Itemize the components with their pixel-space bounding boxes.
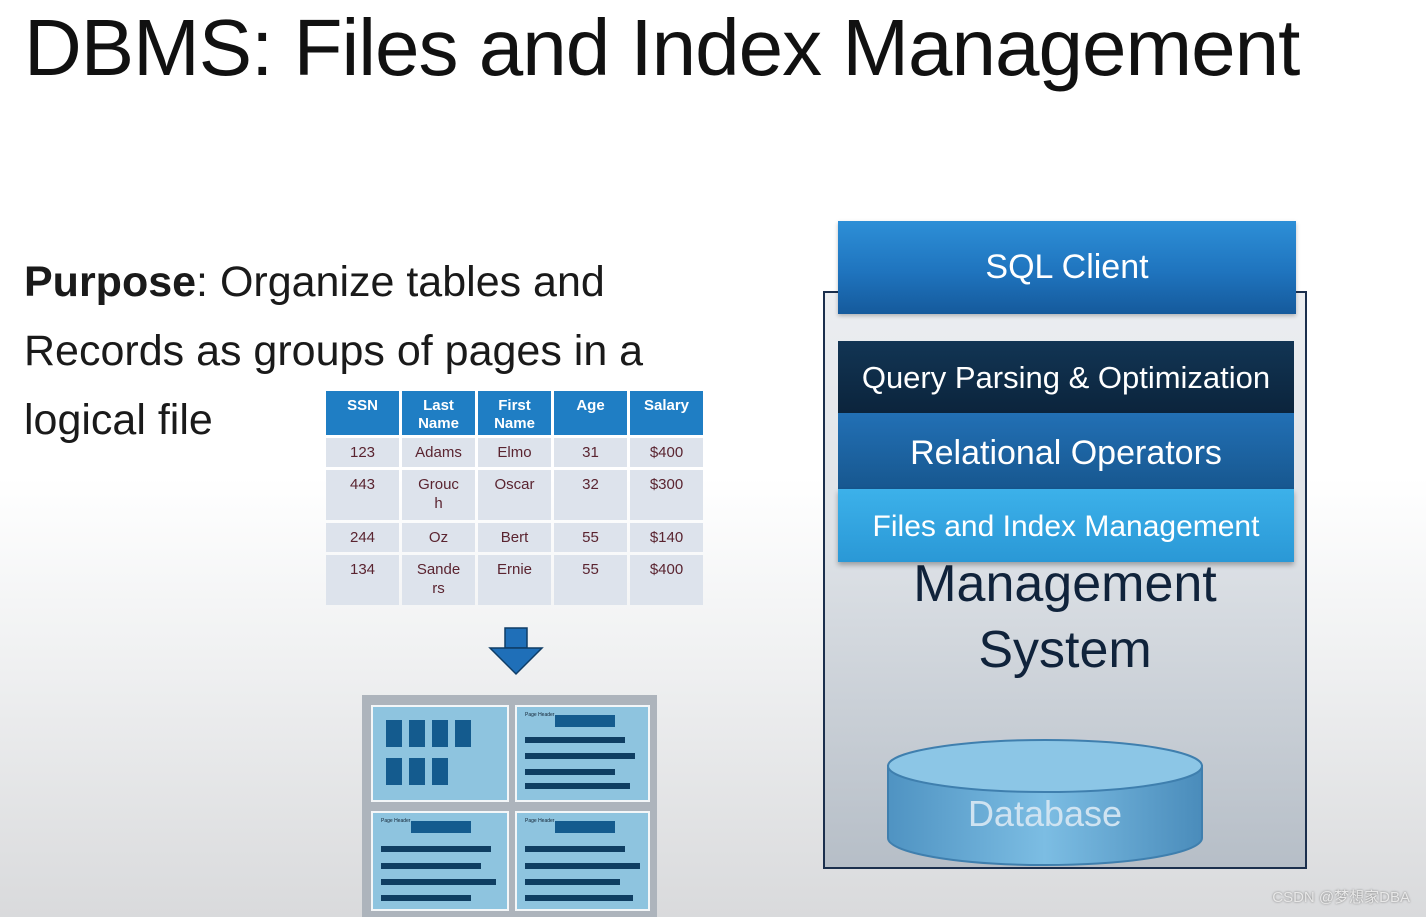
table-cell: 55 bbox=[554, 555, 627, 605]
table-header-text: Name bbox=[494, 415, 535, 432]
slide-title: DBMS: Files and Index Management bbox=[24, 3, 1300, 92]
table-cell: 244 bbox=[326, 523, 399, 552]
table-header-text: Name bbox=[418, 415, 459, 432]
page-data-1: Page Header bbox=[515, 705, 650, 802]
pages-figure: Page Header Page Header Page Header bbox=[362, 695, 657, 917]
table-cell: $300 bbox=[630, 470, 703, 520]
purpose-description: : Organize tables and Records as groups … bbox=[24, 258, 644, 444]
management-label: Management bbox=[913, 555, 1217, 613]
table-cell: $400 bbox=[630, 555, 703, 605]
table-cell: 123 bbox=[326, 438, 399, 467]
table-header-text: First bbox=[498, 397, 531, 414]
table-header-cell: Salary bbox=[630, 391, 703, 435]
table-cell: $140 bbox=[630, 523, 703, 552]
purpose-text: Purpose: Organize tables and Records as … bbox=[24, 248, 714, 455]
relational-operators-layer: Relational Operators bbox=[838, 413, 1294, 489]
table-header-text: Age bbox=[576, 397, 605, 414]
table-cell: Bert bbox=[478, 523, 551, 552]
table-header-cell: Age bbox=[554, 391, 627, 435]
table-cell: Adams bbox=[402, 438, 475, 467]
table-header-text: SSN bbox=[347, 397, 378, 414]
table-cell: Grouc h bbox=[402, 470, 475, 520]
table-cell: Ernie bbox=[478, 555, 551, 605]
table-cell: 32 bbox=[554, 470, 627, 520]
table-cell: 31 bbox=[554, 438, 627, 467]
page-header-label: Page Header bbox=[381, 818, 411, 824]
page-header-label: Page Header bbox=[525, 712, 555, 718]
system-label: System bbox=[978, 621, 1152, 679]
page-header-label: Page Header bbox=[525, 818, 555, 824]
table-cell: Oscar bbox=[478, 470, 551, 520]
down-arrow-icon bbox=[488, 627, 544, 676]
page-index bbox=[371, 705, 509, 802]
purpose-label: Purpose bbox=[24, 258, 197, 306]
table-cell: Oz bbox=[402, 523, 475, 552]
database-cylinder-icon bbox=[887, 739, 1203, 866]
table-cell: 134 bbox=[326, 555, 399, 605]
database-label: Database bbox=[967, 793, 1123, 834]
query-parsing-layer: Query Parsing & Optimization bbox=[838, 341, 1294, 413]
table-cell: Sande rs bbox=[402, 555, 475, 605]
table-header-text: Salary bbox=[643, 397, 690, 414]
watermark: CSDN @梦想家DBA bbox=[1272, 889, 1410, 906]
table-header-text: Last bbox=[423, 397, 454, 414]
table-cell: $400 bbox=[630, 438, 703, 467]
sql-client-layer: SQL Client bbox=[838, 221, 1296, 314]
page-data-3: Page Header bbox=[515, 811, 650, 911]
table-cell: 443 bbox=[326, 470, 399, 520]
files-index-layer: Files and Index Management bbox=[838, 489, 1294, 562]
table-cell: Elmo bbox=[478, 438, 551, 467]
table-cell: 55 bbox=[554, 523, 627, 552]
page-data-2: Page Header bbox=[371, 811, 509, 911]
table-header-cell: SSN bbox=[326, 391, 399, 435]
